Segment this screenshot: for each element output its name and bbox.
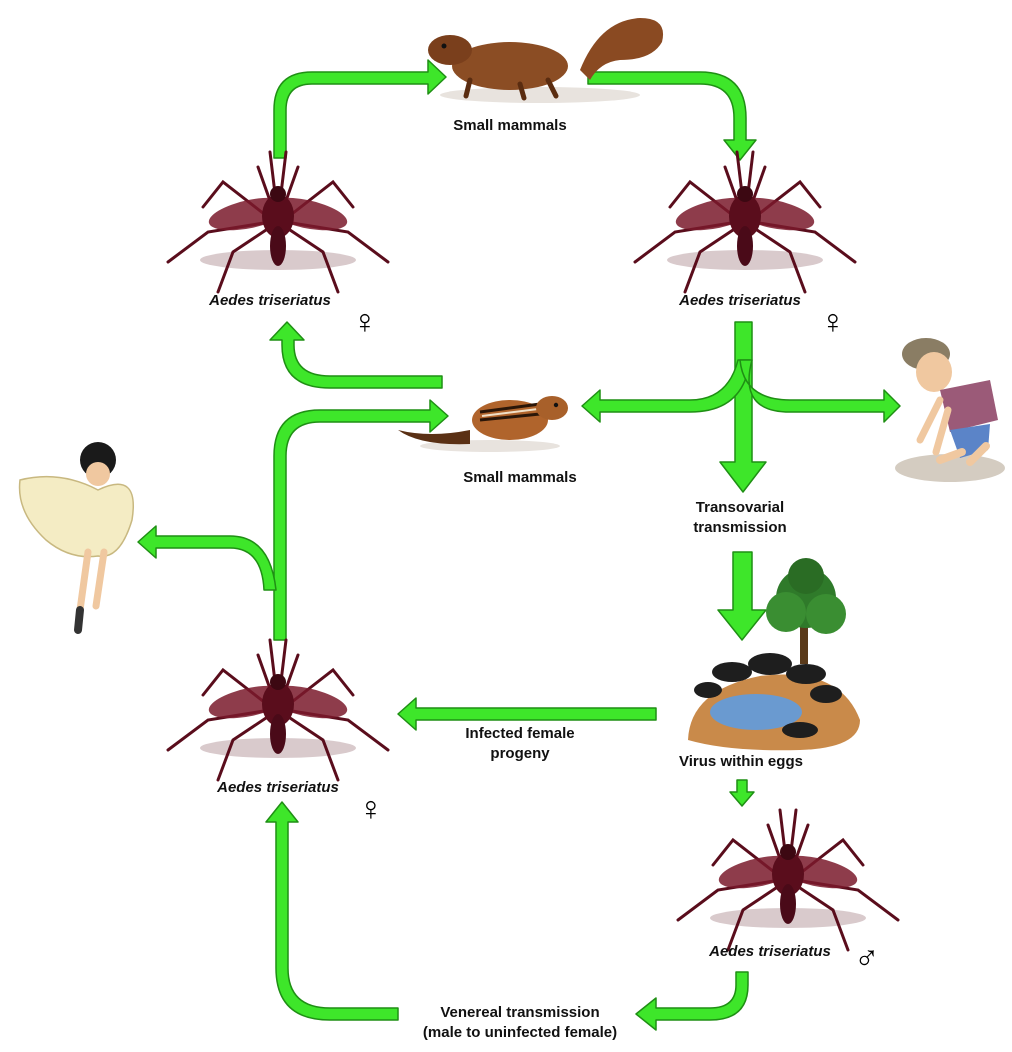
arrow-mosquito-to-squirrel	[273, 59, 447, 159]
label-transovarial-line1: Transovarial	[695, 499, 785, 516]
arrow-to-girl	[137, 525, 277, 591]
arrow-eggs-to-male	[729, 779, 755, 807]
mosquito-mid-left-illustration	[166, 638, 390, 782]
label-venereal-line1: Venereal transmission	[440, 1004, 600, 1021]
label-species-top-left: Aedes triseriatus	[209, 292, 331, 309]
mosquito-top-right-illustration	[633, 150, 857, 294]
female-symbol-mid-left: ♀	[358, 790, 384, 828]
label-species-bottom-right: Aedes triseriatus	[709, 943, 831, 960]
arrow-to-chipmunk	[581, 359, 751, 423]
male-symbol: ♂	[854, 938, 880, 976]
arrow-venereal-to-female	[265, 801, 399, 1021]
label-small-mammals-top: Small mammals	[453, 117, 567, 134]
arrow-to-boy	[739, 359, 901, 423]
label-virus-within-eggs: Virus within eggs	[679, 753, 803, 770]
label-small-mammals-mid: Small mammals	[463, 469, 577, 486]
arrow-mammal-to-top-left-mosquito	[269, 321, 443, 389]
squirrel-illustration	[428, 18, 664, 103]
label-species-top-right: Aedes triseriatus	[679, 292, 801, 309]
girl-illustration	[18, 442, 134, 634]
female-symbol-top-left: ♀	[352, 303, 378, 341]
arrow-male-venereal	[635, 971, 749, 1031]
arrows	[137, 59, 901, 1031]
label-venereal-line2: (male to uninfected female)	[422, 1024, 618, 1041]
female-symbol-top-right: ♀	[820, 303, 846, 341]
label-venereal-transmission: Venereal transmission (male to uninfecte…	[390, 1003, 650, 1043]
arrow-to-eggs	[717, 551, 767, 641]
label-species-mid-left: Aedes triseriatus	[217, 779, 339, 796]
arrow-trunk-top-right	[719, 321, 767, 493]
arrow-squirrel-to-mosquito	[587, 71, 757, 161]
label-transovarial-line2: transmission	[693, 519, 787, 536]
label-infected-progeny: Infected female progeny	[440, 724, 600, 764]
arrow-mid-mosquito-to-chipmunk	[273, 399, 449, 641]
mosquito-top-left-illustration	[166, 150, 390, 294]
breeding-site-illustration	[688, 558, 860, 751]
boy-illustration	[895, 338, 1005, 482]
label-infected-line1: Infected female	[465, 725, 575, 742]
chipmunk-illustration	[398, 396, 568, 452]
arrow-infected-female-progeny	[397, 697, 657, 731]
label-transovarial: Transovarial transmission	[670, 498, 810, 538]
label-infected-line2: progeny	[490, 745, 550, 762]
mosquito-male-illustration	[676, 808, 900, 952]
